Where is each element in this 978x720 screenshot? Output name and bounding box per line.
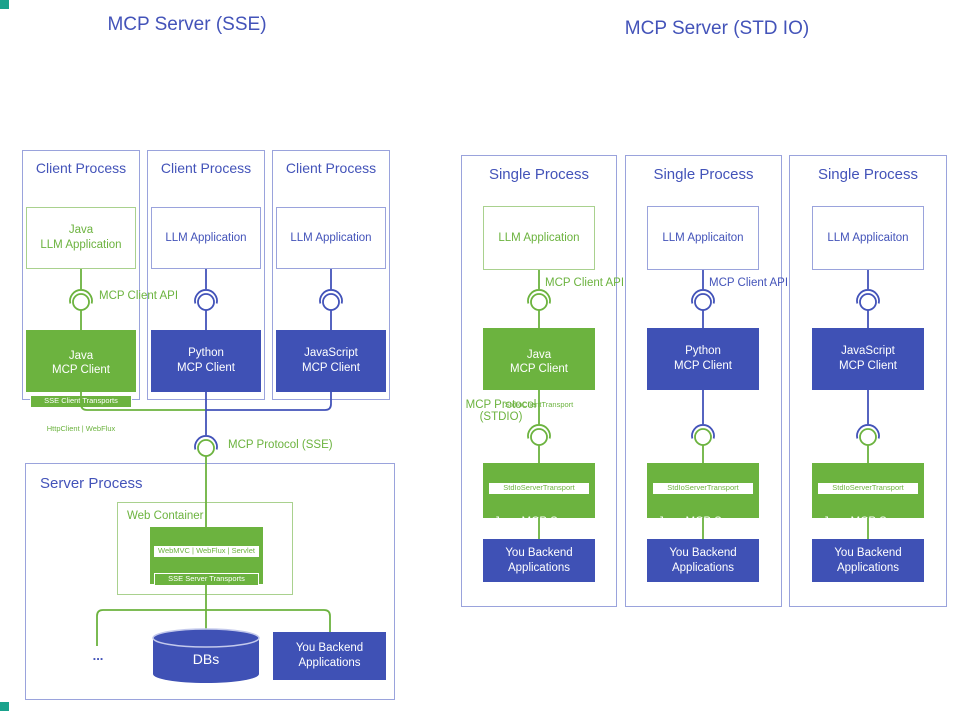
sse-backend-applications-box: You Backend Applications — [273, 632, 386, 680]
sse-client-process-2-title: Client Process — [160, 160, 252, 176]
stdio-python-mcp-client-box: Python MCP Client — [647, 328, 759, 390]
stdio-server-transport-badge-1: StdIoServerTransport — [489, 482, 589, 494]
stdio-llm-application-box-2: LLM Applicaiton — [647, 206, 759, 270]
sse-java-llm-application-box: Java LLM Application — [26, 207, 136, 269]
sse-mcp-protocol-connector-icon — [194, 435, 218, 457]
sse-more-targets-ellipsis: ... — [92, 648, 104, 663]
stdio-backend-applications-box-1: You Backend Applications — [483, 539, 595, 582]
stdio-single-process-1-title: Single Process — [488, 166, 590, 183]
sse-mcp-client-api-label: MCP Client API — [99, 290, 179, 302]
stdio-mcp-client-api-label-2: MCP Client API — [709, 277, 789, 289]
sse-web-container-label: Web Container — [127, 510, 204, 522]
sse-client-transports-badge: SSE Client Transports — [30, 394, 132, 408]
sse-llm-application-box-2: LLM Application — [151, 207, 261, 269]
stdio-java-mcp-server-label-2: Java MCP Server — [658, 515, 748, 528]
stdio-backend-applications-box-3: You Backend Applications — [812, 539, 924, 582]
sse-mcp-protocol-label: MCP Protocol (SSE) — [228, 439, 333, 451]
sse-java-mcp-client-label: Java MCP Client — [52, 349, 110, 377]
sse-java-mcp-client-box: Java MCP Client SSE Client Transports Ht… — [26, 330, 136, 435]
sse-javascript-mcp-client-box: JavaScript MCP Client — [276, 330, 386, 392]
corner-artifact-bottom — [0, 702, 9, 711]
stdio-server-transport-badge-3: StdIoServerTransport — [818, 482, 918, 494]
stdio-llm-application-box-3: LLM Applicaiton — [812, 206, 924, 270]
corner-artifact-top — [0, 0, 9, 9]
stdio-mcp-protocol-label: MCP Protocol (STDIO) — [465, 399, 537, 423]
sse-client-process-3-title: Client Process — [285, 160, 377, 176]
sse-client-process-1-title: Client Process — [35, 160, 127, 176]
stdio-java-mcp-client-label: Java MCP Client — [510, 348, 568, 376]
sse-java-mcp-server-box: WebMVC | WebFlux | Servlet SSE Server Tr… — [150, 527, 263, 616]
stdio-diagram-title: MCP Server (STD IO) — [624, 18, 810, 39]
sse-diagram-title: MCP Server (SSE) — [107, 14, 267, 35]
sse-java-mcp-server-label: Java MCP Server — [161, 604, 252, 617]
sse-server-frameworks-badge: WebMVC | WebFlux | Servlet — [154, 545, 259, 557]
sse-python-mcp-client-box: Python MCP Client — [151, 330, 261, 392]
sse-server-process-title: Server Process — [40, 475, 143, 492]
sse-llm-application-box-3: LLM Application — [276, 207, 386, 269]
stdio-mcp-client-api-label-1: MCP Client API — [545, 277, 625, 289]
stdio-java-mcp-server-box-3: StdIoServerTransport Java MCP Server — [812, 463, 924, 528]
sse-client-transport-impls-badge: HttpClient | WebFlux — [30, 423, 132, 435]
sse-dbs-label: DBs — [192, 651, 220, 667]
stdio-backend-applications-box-2: You Backend Applications — [647, 539, 759, 582]
stdio-server-transport-badge-2: StdIoServerTransport — [653, 482, 753, 494]
sse-server-transports-badge: SSE Server Transports — [154, 572, 259, 586]
stdio-java-mcp-client-box: Java MCP Client StdIoClientTransport — [483, 328, 595, 411]
stdio-java-mcp-server-box-1: StdIoServerTransport Java MCP Server — [483, 463, 595, 528]
stdio-single-process-3-title: Single Process — [817, 166, 919, 183]
stdio-java-mcp-server-box-2: StdIoServerTransport Java MCP Server — [647, 463, 759, 528]
stdio-java-mcp-server-label-1: Java MCP Server — [494, 515, 584, 528]
stdio-javascript-mcp-client-box: JavaScript MCP Client — [812, 328, 924, 390]
stdio-single-process-2-title: Single Process — [653, 166, 754, 183]
stdio-java-mcp-server-label-3: Java MCP Server — [823, 515, 913, 528]
stdio-llm-application-box-1: LLM Application — [483, 206, 595, 270]
